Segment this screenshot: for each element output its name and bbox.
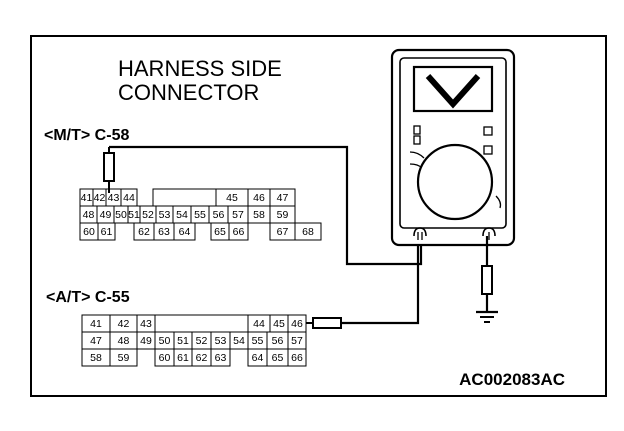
pin-number: 61 — [177, 352, 189, 364]
mt-wire — [109, 145, 423, 266]
pin-number: 42 — [118, 318, 130, 330]
pin-number: 57 — [232, 209, 244, 221]
pin-number: 62 — [138, 226, 150, 238]
pin-number: 51 — [128, 209, 140, 221]
pin-number: 58 — [253, 209, 265, 221]
pin-number: 66 — [291, 352, 303, 364]
pin-cell — [97, 222, 116, 241]
pin-number: 41 — [90, 318, 102, 330]
pin-number: 41 — [81, 192, 93, 204]
pin-number: 56 — [213, 209, 225, 221]
pin-number: 55 — [252, 335, 264, 347]
connector-at-key — [154, 314, 249, 332]
pin-number: 42 — [94, 192, 106, 204]
pin-number: 48 — [118, 335, 130, 347]
title-line-1: HARNESS SIDE — [118, 56, 282, 81]
pin-number: 62 — [196, 352, 208, 364]
pin-number: 54 — [233, 335, 245, 347]
pin-number: 66 — [233, 226, 245, 238]
ground-icon — [476, 310, 498, 323]
pin-number: 50 — [115, 209, 127, 221]
pin-number: 65 — [214, 226, 226, 238]
pin-number: 55 — [194, 209, 206, 221]
pin-number: 63 — [158, 226, 170, 238]
pin-number: 46 — [253, 192, 265, 204]
title-line-2: CONNECTOR — [118, 80, 259, 105]
pin-number: 49 — [100, 209, 112, 221]
pin-number: 43 — [140, 318, 152, 330]
pin-number: 51 — [177, 335, 189, 347]
mt-probe-resistor-icon — [103, 147, 115, 193]
connector-at-label: <A/T> C-55 — [46, 289, 130, 306]
pin-cell — [210, 348, 231, 367]
ground-probe-resistor-icon — [481, 236, 493, 312]
pin-cell — [173, 222, 196, 241]
pin-number: 56 — [272, 335, 284, 347]
pin-number: 44 — [123, 192, 135, 204]
pin-number: 63 — [215, 352, 227, 364]
pin-number: 57 — [291, 335, 303, 347]
pin-number: 59 — [118, 352, 130, 364]
figure-code: AC002083AC — [459, 370, 565, 389]
pin-number: 48 — [83, 209, 95, 221]
connector-at-grid: 41 42 43 44 45 46 47 48 49 50 51 52 53 54 55 56 57 58 59 60… — [81, 314, 307, 367]
pin-number: 65 — [272, 352, 284, 364]
pin-number: 50 — [159, 335, 171, 347]
connector-mt-key — [152, 188, 249, 206]
pin-number: 52 — [196, 335, 208, 347]
pin-cell — [228, 222, 249, 241]
pin-cell — [109, 348, 138, 367]
pin-number: 44 — [253, 318, 265, 330]
pin-number: 53 — [215, 335, 227, 347]
pin-number: 67 — [277, 226, 289, 238]
pin-number: 64 — [179, 226, 191, 238]
pin-number: 53 — [159, 209, 171, 221]
pin-cell — [294, 222, 322, 241]
pin-number: 64 — [252, 352, 264, 364]
pin-number: 47 — [90, 335, 102, 347]
at-wire — [341, 236, 420, 325]
pin-number: 43 — [108, 192, 120, 204]
pin-cell — [287, 348, 307, 367]
diagram-frame — [30, 35, 607, 397]
pin-number: 58 — [90, 352, 102, 364]
pin-number: 49 — [140, 335, 152, 347]
pin-number: 45 — [226, 192, 238, 204]
pin-number: 60 — [159, 352, 171, 364]
pin-number: 46 — [291, 318, 303, 330]
pin-number: 47 — [277, 192, 289, 204]
voltmeter-icon — [390, 48, 516, 247]
pin-number: 61 — [101, 226, 113, 238]
pin-number: 68 — [302, 226, 314, 238]
pin-number: 59 — [277, 209, 289, 221]
pin-number: 45 — [273, 318, 285, 330]
at-probe-resistor-icon — [306, 317, 342, 329]
pin-number: 52 — [142, 209, 154, 221]
connector-mt-label: <M/T> C-58 — [44, 127, 129, 144]
pin-number: 54 — [176, 209, 188, 221]
pin-number: 60 — [83, 226, 95, 238]
